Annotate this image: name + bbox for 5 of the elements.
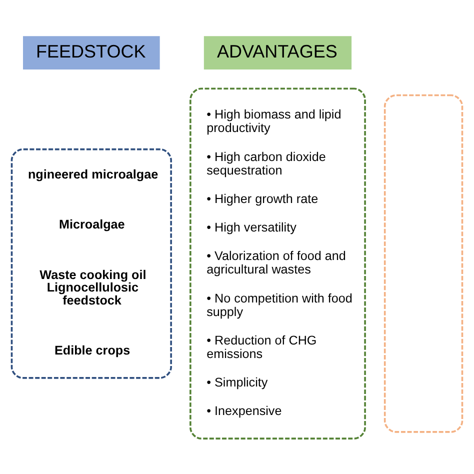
node-box: ngineered microalgae Microalgae Waste cooking oil Lignocellulosic feedstock Edible crops [10, 148, 172, 378]
node-box [384, 94, 464, 432]
node-box: • High biomass and lipid productivity • High carbon dioxide sequestration • Higher growth rate • High versatility • Valorization of food and agricultural wastes • No competition with food supply • Reduction of CHG emissions • Simplicity • Inexpensive [190, 87, 366, 439]
node-box: ADVANTAGES [204, 36, 352, 69]
node-box: FEEDSTOCK [23, 36, 160, 69]
